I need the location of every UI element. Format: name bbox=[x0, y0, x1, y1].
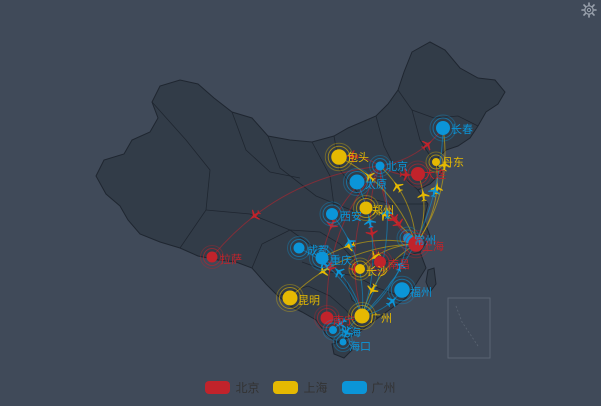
city-label: 南宁 bbox=[333, 313, 355, 327]
taiwan-island bbox=[425, 267, 437, 294]
city-label: 昆明 bbox=[298, 294, 320, 307]
legend-label-guangzhou: 广州 bbox=[371, 381, 396, 395]
city-point[interactable] bbox=[200, 245, 224, 269]
plane-marker bbox=[364, 215, 377, 229]
city-point[interactable] bbox=[401, 229, 431, 259]
city-label: 福州 bbox=[410, 285, 432, 299]
city-point[interactable] bbox=[425, 151, 447, 173]
city-point[interactable] bbox=[322, 319, 344, 341]
city-point[interactable] bbox=[367, 249, 393, 275]
city-point[interactable] bbox=[309, 245, 335, 271]
city-point[interactable] bbox=[429, 114, 457, 142]
city-label: 大连 bbox=[424, 167, 446, 181]
plane-marker bbox=[365, 226, 378, 240]
flow-line bbox=[361, 165, 388, 317]
city-label: 重庆 bbox=[330, 253, 352, 267]
city-label: 北京 bbox=[386, 159, 408, 173]
plane-marker bbox=[367, 283, 379, 296]
legend-item-beijing[interactable]: 北京 bbox=[205, 379, 259, 396]
flow-line bbox=[289, 243, 417, 299]
plane-marker bbox=[430, 182, 443, 195]
city-labels: 北京大连丹东 长春包头太原西安郑州常州上海 成都重庆长沙南昌福州昆明广州 南宁北海海口… bbox=[220, 123, 473, 353]
plane-marker bbox=[381, 206, 394, 219]
toolbox-button[interactable] bbox=[581, 2, 597, 18]
city-point[interactable] bbox=[369, 155, 391, 177]
legend-label-shanghai: 上海 bbox=[303, 381, 328, 395]
city-label: 丹东 bbox=[442, 156, 464, 169]
city-point[interactable] bbox=[348, 302, 376, 330]
city-label: 常州 bbox=[414, 234, 436, 247]
legend-item-shanghai[interactable]: 上海 bbox=[273, 379, 328, 396]
south-sea-inset-frame bbox=[447, 297, 491, 359]
china-map bbox=[95, 41, 506, 359]
city-point[interactable] bbox=[276, 284, 304, 312]
city-label: 北海 bbox=[339, 325, 361, 339]
plane-marker bbox=[392, 181, 404, 193]
legend-item-guangzhou[interactable]: 广州 bbox=[341, 379, 396, 396]
plane-marker bbox=[346, 150, 359, 163]
city-point[interactable] bbox=[348, 257, 372, 281]
plane-marker bbox=[341, 325, 353, 338]
city-label: 南昌 bbox=[388, 258, 410, 271]
city-label: 拉萨 bbox=[220, 252, 242, 266]
city-point[interactable] bbox=[333, 332, 353, 352]
plane-marker bbox=[250, 209, 262, 220]
city-point[interactable] bbox=[314, 305, 340, 331]
city-label: 长沙 bbox=[366, 265, 388, 278]
plane-marker bbox=[343, 239, 356, 252]
legend-swatch-guangzhou bbox=[341, 381, 367, 394]
city-label: 太原 bbox=[365, 178, 387, 191]
flow-line bbox=[356, 181, 374, 317]
plane-marker bbox=[378, 209, 391, 221]
flow-line bbox=[211, 165, 381, 258]
plane-marker bbox=[438, 159, 451, 172]
flow-line bbox=[354, 165, 381, 317]
plane-marker bbox=[334, 267, 345, 279]
city-label: 包头 bbox=[347, 151, 369, 164]
city-point[interactable] bbox=[324, 142, 354, 172]
flow-line bbox=[369, 165, 381, 263]
plane-marker bbox=[326, 218, 339, 232]
flow-line bbox=[415, 161, 438, 245]
gear-icon bbox=[581, 2, 597, 18]
legend-swatch-shanghai bbox=[273, 381, 299, 394]
legend-label-beijing: 北京 bbox=[235, 381, 260, 395]
plane-marker bbox=[394, 259, 407, 272]
city-label: 成都 bbox=[307, 244, 329, 257]
plane-marker bbox=[348, 263, 361, 276]
city-point[interactable] bbox=[287, 236, 311, 260]
flow-line bbox=[338, 156, 417, 245]
south-sea-islands bbox=[455, 305, 479, 347]
city-label: 上海 bbox=[422, 239, 444, 253]
plane-marker bbox=[385, 297, 397, 308]
city-label: 长春 bbox=[451, 123, 473, 136]
city-point[interactable] bbox=[353, 195, 379, 221]
city-label: 广州 bbox=[370, 312, 392, 325]
plane-marker bbox=[324, 261, 337, 274]
plane-marker bbox=[399, 168, 412, 181]
city-point[interactable] bbox=[343, 168, 371, 196]
city-point[interactable] bbox=[404, 160, 432, 188]
city-label: 西安 bbox=[340, 209, 362, 223]
chart-legend: 北京 上海 广州 bbox=[0, 379, 601, 396]
city-point[interactable] bbox=[387, 275, 417, 305]
city-label: 海口 bbox=[349, 339, 371, 353]
legend-swatch-beijing bbox=[205, 381, 231, 394]
city-points bbox=[200, 114, 457, 352]
plane-marker bbox=[421, 140, 432, 151]
city-label: 郑州 bbox=[372, 203, 394, 217]
plane-marker bbox=[428, 185, 441, 198]
plane-marker bbox=[417, 189, 430, 202]
south-sea-inset bbox=[447, 297, 491, 359]
flow-line bbox=[298, 247, 363, 317]
plane-marker bbox=[344, 236, 356, 249]
city-point[interactable] bbox=[319, 201, 345, 227]
flow-line bbox=[321, 165, 381, 259]
flow-line bbox=[361, 127, 444, 317]
